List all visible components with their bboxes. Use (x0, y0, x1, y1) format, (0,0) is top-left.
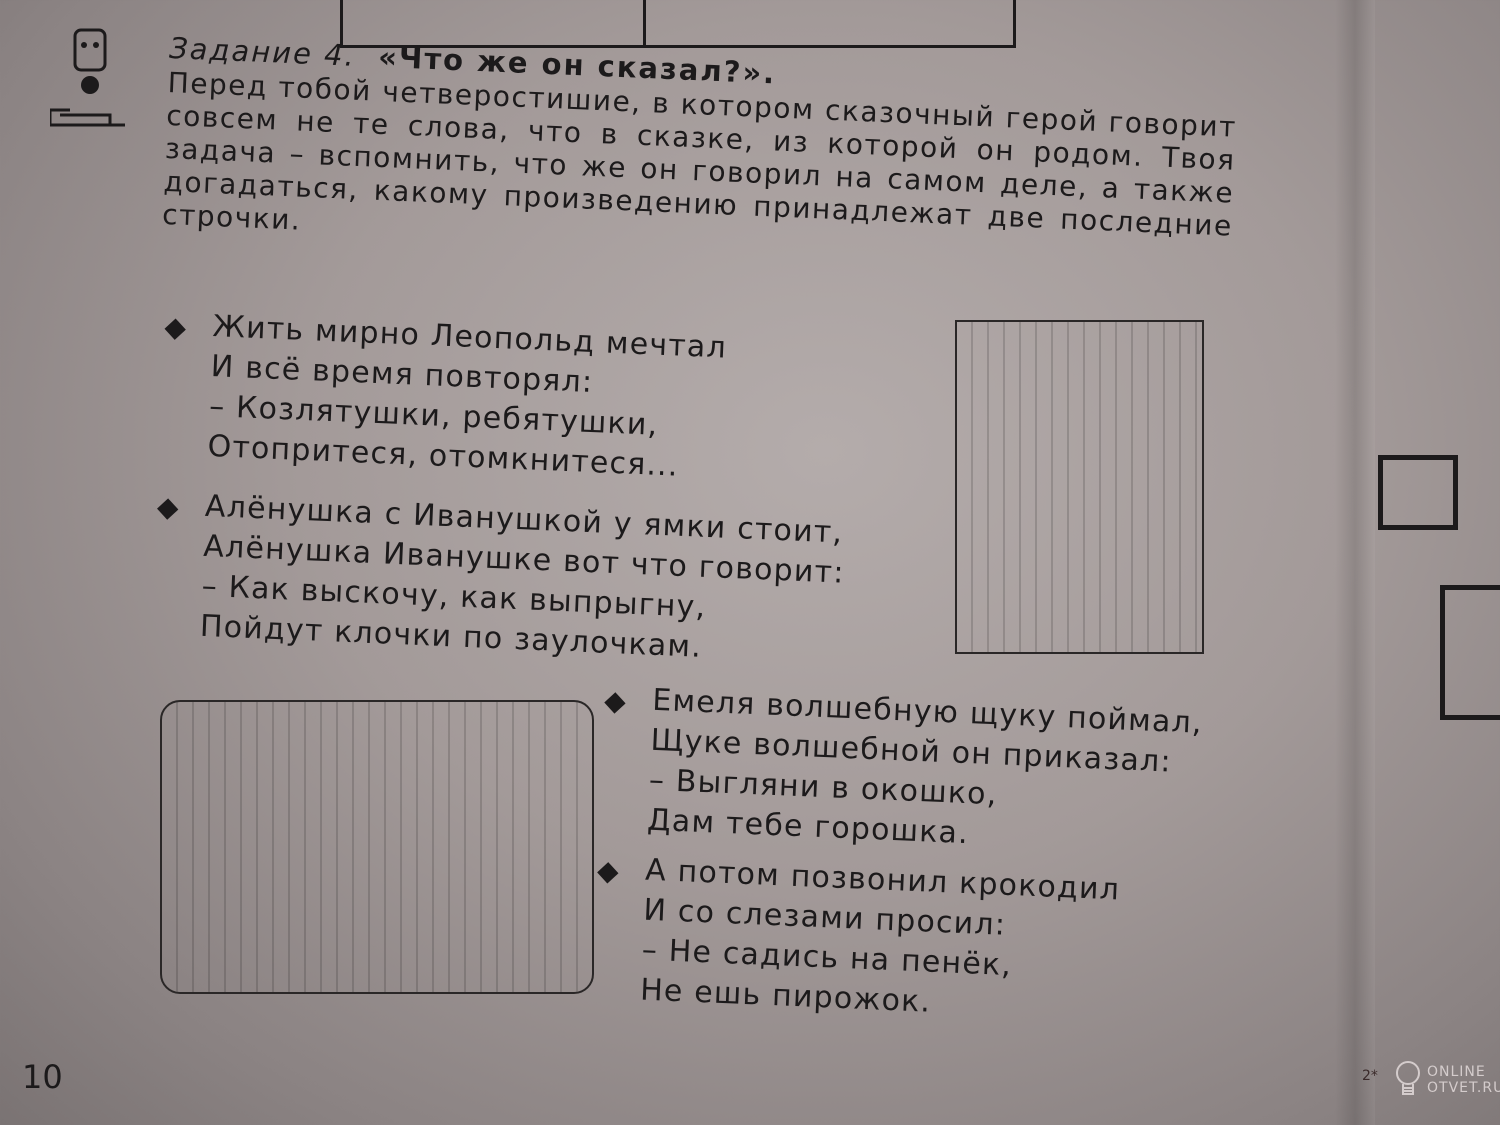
poem-1: ◆ Жить мирно Леопольд мечтал И всё время… (164, 307, 728, 488)
page-fold (1335, 0, 1375, 1125)
top-figure-fragment (340, 0, 1016, 48)
diamond-bullet-icon: ◆ (596, 853, 621, 888)
poem-3: ◆ Емеля волшебную щуку поймал, Щуке волш… (604, 681, 1204, 864)
square-figure-2 (1440, 585, 1500, 720)
emelya-hut-illustration (160, 700, 594, 994)
poem-4: ◆ А потом позвонил крокодил И со слезами… (597, 851, 1121, 1031)
diamond-bullet-icon: ◆ (156, 489, 181, 524)
diamond-bullet-icon: ◆ (163, 310, 188, 344)
mascot-icon (50, 28, 125, 127)
watermark-line-1: ONLINE (1427, 1064, 1486, 1080)
watermark: ONLINE OTVET.RU (1395, 1060, 1500, 1100)
square-figure-1 (1378, 455, 1458, 530)
poem-2: ◆ Алёнушка с Иванушкой у ямки стоит, Алё… (156, 487, 847, 674)
lightbulb-icon (1396, 1061, 1420, 1095)
diamond-bullet-icon: ◆ (603, 683, 628, 718)
page-number: 10 (22, 1058, 63, 1096)
right-page-mark: 2* (1362, 1068, 1378, 1084)
task-page: Задание 4. «Что же он сказал?». Перед то… (156, 30, 1239, 1020)
watermark-line-2: OTVET.RU (1427, 1080, 1500, 1096)
wolf-at-door-illustration (955, 320, 1204, 654)
